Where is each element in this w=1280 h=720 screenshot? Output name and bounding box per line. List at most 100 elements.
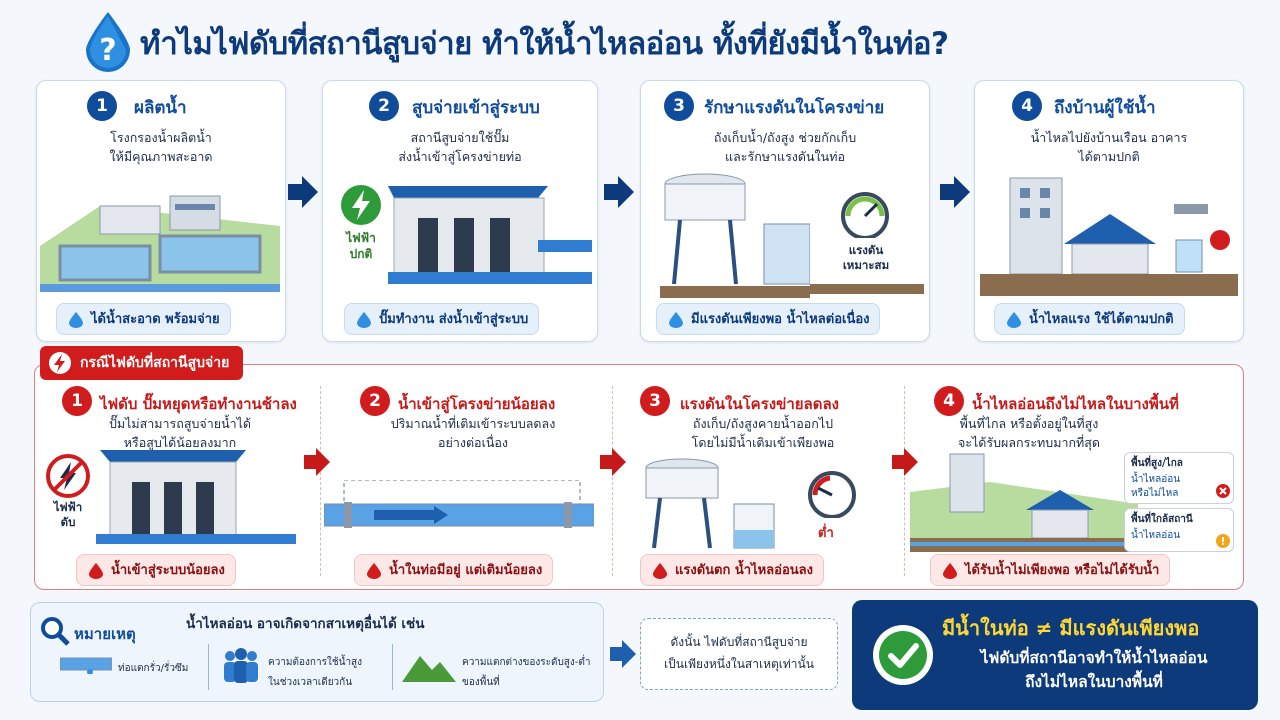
step-card-1	[36, 80, 286, 342]
outage-step-title: น้ำเข้าสู่โครงข่ายน้อยลง	[398, 395, 556, 413]
outage-step-title: น้ำไหลอ่อนถึงไม่ไหลในบางพื้นที่	[972, 395, 1179, 413]
step-title: ถึงบ้านผู้ใช้น้ำ	[1054, 98, 1156, 118]
outage-step-desc: ถังเก็บ/ถังสูงคายน้ำออกไปโดยไม่มีน้ำเติม…	[691, 416, 835, 450]
affected-area-illustration	[910, 453, 1138, 552]
water-tower-low-illustration	[645, 458, 775, 549]
outage-tag: กรณีไฟดับที่สถานีสูบจ่าย	[40, 346, 244, 380]
step-number: 4	[1012, 91, 1042, 121]
leaking-pipe-icon	[60, 657, 112, 674]
note-item-leak: ท่อแตกรั่ว/รั่วซึม	[118, 663, 189, 674]
magnifier-icon	[41, 617, 70, 646]
outage-step-desc: พื้นที่ไกล หรือตั้งอยู่ในที่สูงจะได้รับผ…	[957, 416, 1101, 450]
result-pill: น้ำในท่อมีอยู่ แต่เติมน้อยลง	[354, 554, 554, 586]
arrow-right-icon	[940, 176, 970, 208]
outage-step-desc: ปริมาณน้ำที่เติมเข้าระบบลดลงอย่างต่อเนื่…	[390, 416, 556, 450]
step-desc: ถังเก็บน้ำ/ถังสูง ช่วยกักเก็บและรักษาแรง…	[713, 130, 857, 164]
step-number: 1	[87, 91, 117, 121]
arrow-right-icon	[604, 176, 634, 208]
step-title: รักษาแรงดันในโครงข่าย	[704, 98, 885, 118]
result-pill: มีแรงดันเพียงพอ น้ำไหลต่อเนื่อง	[656, 303, 881, 335]
key-message-body: ไฟดับที่สถานีอาจทำให้น้ำไหลอ่อนถึงไม่ไหล…	[980, 649, 1208, 691]
gauge-label: แรงดันเหมาะสม	[842, 243, 890, 272]
step-desc: โรงกรองน้ำผลิตน้ำให้มีคุณภาพสะอาด	[109, 130, 213, 164]
result-pill: น้ำไหลแรง ใช้ได้ตามปกติ	[994, 303, 1185, 335]
power-status-label: ไฟฟ้าดับ	[53, 500, 83, 529]
callout-line: หรือไม่ไหล	[1131, 488, 1179, 499]
note-label: หมายเหตุ	[74, 625, 136, 643]
pressure-gauge-low-icon	[808, 471, 856, 518]
result-pill: ปั๊มทำงาน ส่งน้ำเข้าสู่ระบบ	[344, 303, 540, 335]
water-drop-red-icon	[367, 563, 381, 579]
divider	[612, 386, 613, 576]
step-title: ผลิตน้ำ	[134, 98, 187, 118]
far-area-callout: พื้นที่สูง/ไกล น้ำไหลอ่อน หรือไม่ไหล	[1124, 452, 1234, 504]
house-and-building-illustration	[980, 177, 1238, 296]
result-pill: ได้รับน้ำไม่เพียงพอ หรือไม่ได้รับน้ำ	[930, 554, 1171, 586]
power-off-icon	[46, 454, 90, 498]
arrow-right-icon	[288, 176, 318, 208]
water-drop-red-icon	[653, 563, 667, 579]
note-heading: น้ำไหลอ่อน อาจเกิดจากสาเหตุอื่นได้ เช่น	[186, 616, 425, 632]
divider	[904, 386, 905, 576]
gauge-low-label: ต่ำ	[818, 526, 834, 541]
water-treatment-plant-illustration	[40, 195, 280, 292]
key-message-box: มีน้ำในท่อ ≠ มีแรงดันเพียงพอ ไฟดับที่สถา…	[852, 600, 1258, 710]
arrow-right-red-icon	[600, 448, 626, 476]
outage-step-number: 3	[640, 386, 670, 416]
water-drop-red-icon	[89, 563, 103, 579]
outage-step-title: แรงดันในโครงข่ายลดลง	[680, 395, 840, 413]
step-desc: น้ำไหลไปยังบ้านเรือน อาคารได้ตามปกติ	[1030, 130, 1188, 164]
svg-text:!: !	[1220, 535, 1225, 548]
near-area-callout: พื้นที่ใกล้สถานี น้ำไหลอ่อน !	[1124, 508, 1234, 552]
warning-icon: !	[1216, 534, 1230, 548]
page-title: ทำไมไฟดับที่สถานีสูบจ่าย ทำให้น้ำไหลอ่อน…	[140, 26, 949, 62]
svg-text:?: ?	[99, 33, 116, 68]
water-drop-icon	[357, 312, 371, 328]
note-box	[30, 602, 604, 702]
water-drop-icon	[69, 312, 83, 328]
divider	[208, 644, 209, 690]
step-number: 3	[664, 91, 694, 121]
arrow-right-icon	[610, 640, 636, 668]
outage-step-title: ไฟดับ ปั๊มหยุดหรือทำงานช้าลง	[100, 395, 297, 413]
pipe-illustration	[810, 284, 924, 294]
divider	[320, 386, 321, 576]
lightning-icon	[49, 352, 71, 374]
arrow-right-red-icon	[892, 448, 918, 476]
people-group-icon	[224, 648, 258, 683]
conclusion-box: ดังนั้น ไฟดับที่สถานีสูบจ่ายเป็นเพียงหนึ…	[640, 618, 838, 690]
step-title: สูบจ่ายเข้าสู่ระบบ	[412, 98, 540, 118]
result-pill: แรงดันตก น้ำไหลอ่อนลง	[640, 554, 824, 586]
callout-line: น้ำไหลอ่อน	[1131, 474, 1181, 485]
check-circle-icon	[873, 625, 933, 685]
stopped-pump-illustration	[96, 450, 296, 544]
water-drop-question-icon: ?	[86, 12, 130, 72]
callout-title: พื้นที่ใกล้สถานี	[1131, 514, 1193, 525]
power-on-icon	[341, 185, 381, 225]
note-item-demand: ความต้องการใช้น้ำสูงในช่วงเวลาเดียวกัน	[268, 657, 363, 688]
note-item-elevation: ความแตกต่างของระดับสูง-ต่ำของพื้นที่	[462, 657, 591, 688]
step-number: 2	[369, 91, 399, 121]
outage-step-number: 1	[62, 386, 92, 416]
pump-station-illustration	[388, 186, 592, 284]
power-status-label: ไฟฟ้าปกติ	[346, 231, 376, 261]
callout-title: พื้นที่สูง/ไกล	[1131, 458, 1183, 469]
result-pill: ได้น้ำสะอาด พร้อมจ่าย	[56, 303, 231, 335]
water-tower-illustration	[660, 173, 810, 298]
mountain-icon	[402, 656, 456, 682]
key-message-headline: มีน้ำในท่อ ≠ มีแรงดันเพียงพอ	[942, 616, 1200, 640]
water-drop-icon	[669, 312, 683, 328]
outage-step-number: 2	[360, 386, 390, 416]
result-pill: น้ำเข้าสู่ระบบน้อยลง	[76, 554, 236, 586]
water-drop-red-icon	[943, 563, 957, 579]
outage-step-desc: ปั๊มไม่สามารถสูบจ่ายน้ำได้หรือสูบได้น้อย…	[108, 416, 252, 450]
divider	[392, 644, 393, 690]
callout-line: น้ำไหลอ่อน	[1131, 530, 1181, 541]
step-desc: สถานีสูบจ่ายใช้ปั๊มส่งน้ำเข้าสู่โครงข่าย…	[398, 130, 522, 164]
outage-step-number: 4	[934, 386, 964, 416]
arrow-right-red-icon	[304, 448, 330, 476]
no-water-x-icon	[1216, 484, 1230, 498]
water-drop-icon	[1007, 312, 1021, 328]
pipe-low-flow-illustration	[324, 480, 594, 528]
pressure-gauge-normal-icon	[841, 192, 889, 238]
